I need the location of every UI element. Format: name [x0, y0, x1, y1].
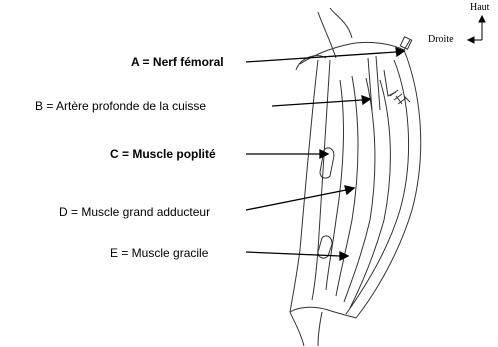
vessel-3 — [384, 70, 396, 96]
label-b: B = Artère profonde de la cuisse — [35, 99, 206, 113]
orientation-compass — [468, 16, 485, 43]
lower-leg-left — [290, 312, 304, 346]
femur-inner-edge — [312, 60, 330, 300]
pelvis-contour-2 — [330, 8, 352, 38]
orientation-up-label: Haut — [470, 2, 489, 13]
up-arrowhead — [479, 16, 485, 22]
right-arrowhead — [468, 37, 474, 43]
vessel-1 — [368, 58, 372, 110]
label-d: D = Muscle grand adducteur — [59, 205, 210, 219]
label-c: C = Muscle poplité — [110, 147, 216, 161]
upper-contour — [300, 42, 404, 64]
leader-arrow-d — [345, 186, 354, 194]
label-e: E = Muscle gracile — [110, 246, 208, 260]
leader-line-d — [246, 190, 346, 210]
leader-arrow-b — [362, 96, 370, 104]
lower-leg-right — [318, 312, 322, 346]
thigh-outer-contour — [356, 50, 421, 318]
leader-line-b — [272, 100, 362, 106]
orientation-right-label: Droite — [428, 34, 454, 45]
vessel-2 — [376, 56, 380, 110]
femur-left-edge — [290, 60, 318, 312]
leader-line-e — [246, 252, 340, 256]
label-a: A = Nerf fémoral — [131, 55, 224, 69]
leader-line-a — [246, 52, 396, 62]
pelvis-contour — [318, 12, 336, 58]
knee-contour — [290, 307, 356, 318]
